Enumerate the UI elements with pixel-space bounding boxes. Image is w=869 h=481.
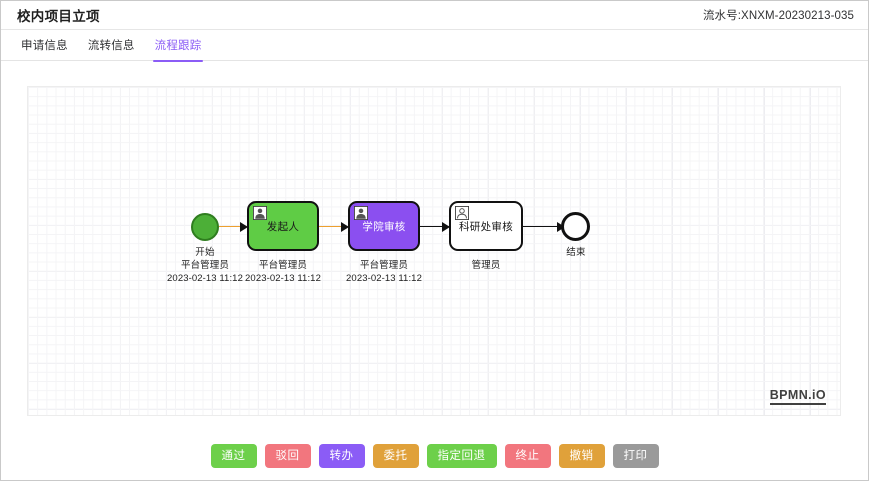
reject-button[interactable]: 驳回 bbox=[264, 444, 311, 468]
task-college-review-meta: 平台管理员 2023-02-13 11:12 bbox=[346, 259, 422, 285]
tab-process-tracking[interactable]: 流程跟踪 bbox=[145, 30, 212, 62]
connector-initiator-to-college bbox=[319, 226, 349, 227]
start-event-meta: 平台管理员 2023-02-13 11:12 bbox=[167, 259, 243, 285]
start-event-node[interactable] bbox=[191, 213, 219, 241]
task-initiator-meta: 平台管理员 2023-02-13 11:12 bbox=[245, 259, 321, 285]
terminate-button[interactable]: 终止 bbox=[504, 444, 551, 468]
revoke-button[interactable]: 撤销 bbox=[558, 444, 605, 468]
action-button-bar: 通过 驳回 转办 委托 指定回退 终止 撤销 打印 bbox=[1, 444, 868, 468]
canvas-grid bbox=[28, 87, 840, 415]
approve-button[interactable]: 通过 bbox=[210, 444, 257, 468]
end-event-label: 结束 bbox=[566, 247, 586, 258]
start-event-label: 开始 bbox=[195, 247, 215, 258]
delegate-button[interactable]: 委托 bbox=[372, 444, 419, 468]
task-node-college-review[interactable]: 学院审核 bbox=[348, 201, 420, 251]
print-button[interactable]: 打印 bbox=[612, 444, 659, 468]
task-college-review-label: 学院审核 bbox=[362, 220, 406, 233]
page-header: 校内项目立项 流水号:XNXM-20230213-035 bbox=[1, 1, 868, 30]
arrowhead-initiator-to-college bbox=[341, 222, 349, 232]
task-node-research-office-review[interactable]: 科研处审核 bbox=[449, 201, 523, 251]
transfer-button[interactable]: 转办 bbox=[318, 444, 365, 468]
task-research-office-meta: 管理员 bbox=[472, 259, 501, 272]
designated-rollback-button[interactable]: 指定回退 bbox=[426, 444, 497, 468]
task-research-office-actor: 管理员 bbox=[471, 260, 501, 271]
connector-college-to-research bbox=[420, 226, 450, 227]
arrowhead-college-to-research bbox=[442, 222, 450, 232]
task-node-initiator[interactable]: 发起人 bbox=[247, 201, 319, 251]
start-event-time: 2023-02-13 11:12 bbox=[167, 273, 243, 284]
user-task-icon bbox=[455, 206, 469, 220]
arrowhead-start-to-initiator bbox=[240, 222, 248, 232]
connector-research-to-end bbox=[523, 226, 564, 227]
bpmn-diagram: 开始 平台管理员 2023-02-13 11:12 发起人 平台管理员 2023… bbox=[28, 87, 840, 415]
connector-start-to-initiator bbox=[219, 226, 248, 227]
task-college-review-time: 2023-02-13 11:12 bbox=[346, 273, 422, 284]
bpmn-watermark[interactable]: BPMN.iO bbox=[769, 388, 826, 405]
page-title: 校内项目立项 bbox=[17, 9, 100, 24]
bpmn-canvas[interactable]: 开始 平台管理员 2023-02-13 11:12 发起人 平台管理员 2023… bbox=[27, 86, 841, 416]
task-college-review-actor: 平台管理员 bbox=[359, 260, 408, 271]
task-research-office-label: 科研处审核 bbox=[459, 220, 513, 233]
tab-flow-info[interactable]: 流转信息 bbox=[87, 39, 135, 52]
task-initiator-actor: 平台管理员 bbox=[258, 260, 307, 271]
task-initiator-time: 2023-02-13 11:12 bbox=[245, 273, 321, 284]
serial-number: 流水号:XNXM-20230213-035 bbox=[702, 10, 854, 22]
start-event-actor: 平台管理员 bbox=[180, 260, 229, 271]
user-task-icon bbox=[253, 206, 267, 220]
tab-bar: 申请信息 流转信息 流程跟踪 bbox=[1, 30, 868, 62]
tab-application-info[interactable]: 申请信息 bbox=[21, 39, 68, 52]
task-initiator-label: 发起人 bbox=[266, 220, 300, 233]
end-event-node[interactable] bbox=[561, 212, 590, 241]
user-task-icon bbox=[354, 206, 368, 220]
